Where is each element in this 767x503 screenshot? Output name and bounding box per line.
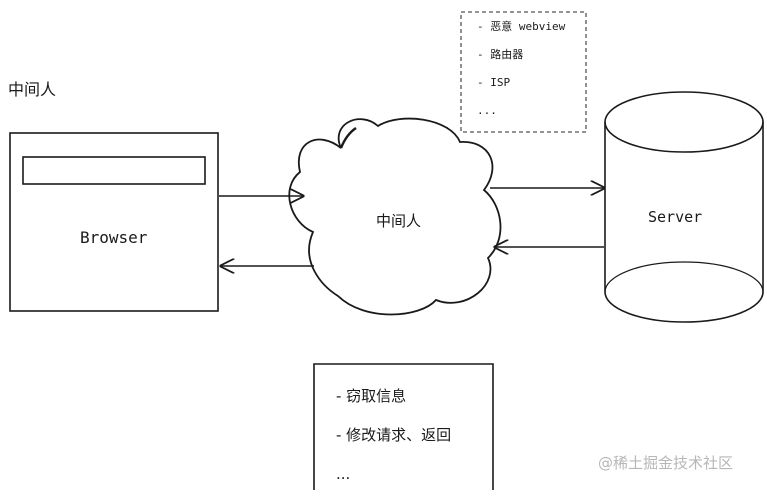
server-cylinder-bottom-back xyxy=(604,261,764,293)
actor-item: ... xyxy=(477,104,497,117)
server-cylinder-bottom xyxy=(604,291,764,323)
cloud-inner-stroke xyxy=(339,127,357,149)
diagram-title: 中间人 xyxy=(8,80,57,99)
browser-box xyxy=(9,132,219,312)
browser-label: Browser xyxy=(80,228,148,247)
mitm-label: 中间人 xyxy=(376,212,422,230)
threat-item: - 修改请求、返回 xyxy=(336,426,452,444)
threats-box xyxy=(313,363,494,490)
server-cylinder-top xyxy=(604,91,764,153)
actors-list: - 恶意 webview - 路由器 - ISP ... xyxy=(477,20,565,132)
threat-item: - 窃取信息 xyxy=(336,387,407,405)
actor-item: - ISP xyxy=(477,76,511,89)
threats-list: - 窃取信息 - 修改请求、返回 ... xyxy=(336,386,451,503)
diagram-canvas xyxy=(9,11,764,490)
threat-item: ... xyxy=(336,465,351,483)
watermark: @稀土掘金技术社区 xyxy=(598,454,734,472)
actors-box xyxy=(460,11,587,133)
mitm-cloud xyxy=(288,117,502,316)
server-label: Server xyxy=(648,208,703,226)
browser-address-bar xyxy=(22,156,206,185)
actor-item: - 路由器 xyxy=(477,48,524,61)
server-cylinder-body xyxy=(604,122,764,292)
actor-item: - 恶意 webview xyxy=(477,20,566,33)
